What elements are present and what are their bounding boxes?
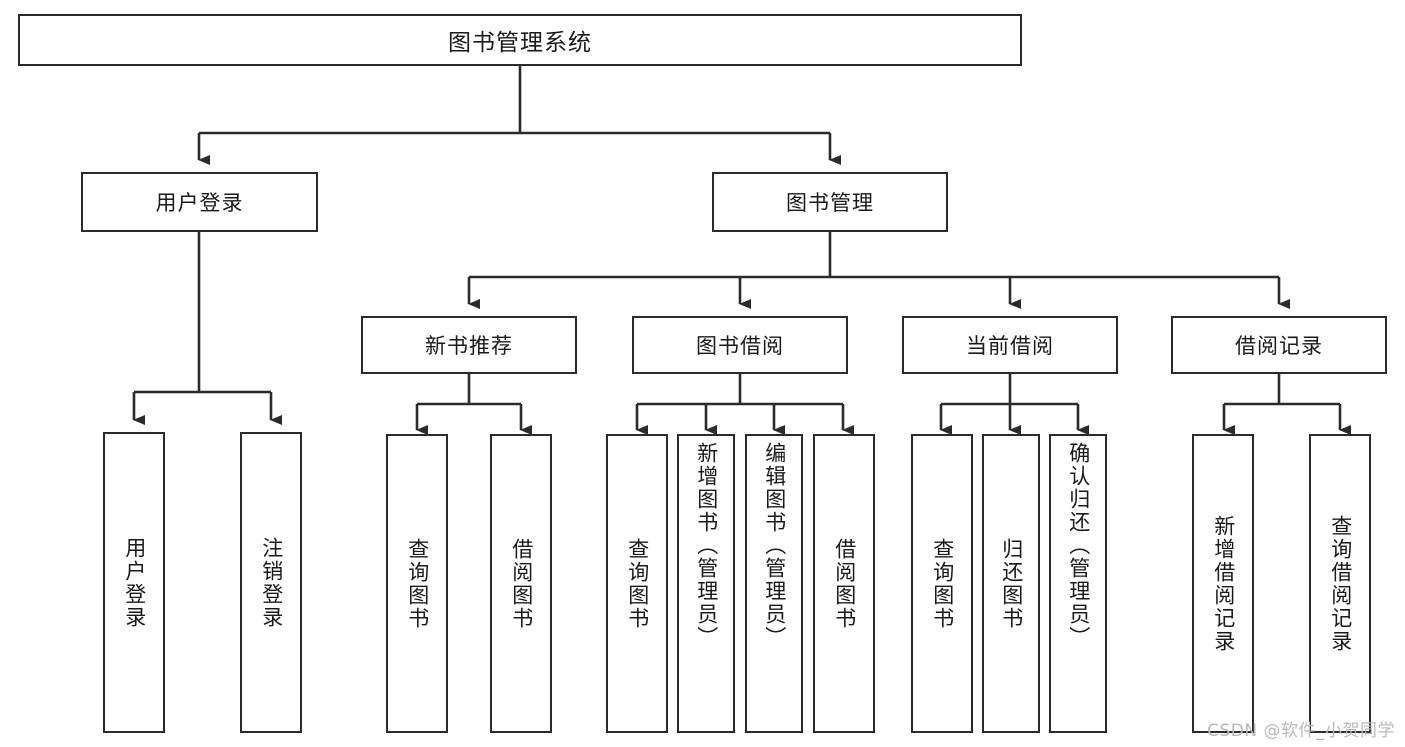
node-label: 用户登录 — [122, 536, 147, 629]
node-label: 新增借阅记录 — [1211, 514, 1236, 653]
node-current-borrow[interactable]: 当前借阅 — [902, 316, 1118, 374]
csdn-watermark: CSDN @软件_小贺同学 — [1207, 721, 1395, 741]
node-label: 新增图书（管理员） — [694, 442, 719, 649]
node-leaf-borrow-book-2[interactable]: 借阅图书 — [813, 434, 875, 733]
node-label: 编辑图书（管理员） — [762, 442, 787, 649]
node-leaf-confirm-return[interactable]: 确认归还（管理员） — [1049, 434, 1107, 733]
node-label: 查询图书 — [405, 537, 430, 630]
node-book-manage[interactable]: 图书管理 — [712, 172, 948, 232]
node-user-login[interactable]: 用户登录 — [81, 172, 318, 232]
node-label: 新书推荐 — [425, 334, 513, 358]
node-leaf-query-record[interactable]: 查询借阅记录 — [1309, 434, 1371, 733]
node-label: 注销登录 — [259, 536, 284, 629]
node-leaf-borrow-book-1[interactable]: 借阅图书 — [490, 434, 552, 733]
node-leaf-user-login[interactable]: 用户登录 — [103, 432, 165, 733]
node-label: 借阅记录 — [1235, 334, 1323, 358]
node-book-borrow[interactable]: 图书借阅 — [632, 316, 848, 374]
node-leaf-edit-book[interactable]: 编辑图书（管理员） — [745, 434, 803, 733]
node-leaf-query-book-2[interactable]: 查询图书 — [606, 434, 668, 733]
node-label: 查询借阅记录 — [1328, 514, 1353, 653]
node-label: 当前借阅 — [966, 334, 1054, 358]
node-label: 图书借阅 — [696, 334, 784, 358]
node-label: 查询图书 — [930, 537, 955, 630]
node-root-system[interactable]: 图书管理系统 — [18, 14, 1022, 66]
node-leaf-query-book-1[interactable]: 查询图书 — [386, 434, 448, 733]
node-label: 图书管理 — [786, 191, 874, 215]
node-label: 确认归还（管理员） — [1066, 442, 1091, 649]
node-leaf-query-book-3[interactable]: 查询图书 — [911, 434, 973, 733]
node-new-book-recommend[interactable]: 新书推荐 — [361, 316, 577, 374]
node-label: 借阅图书 — [509, 537, 534, 630]
node-label: 归还图书 — [999, 537, 1024, 630]
node-label: 借阅图书 — [832, 537, 857, 630]
node-label: 图书管理系统 — [448, 30, 592, 56]
node-leaf-user-logout[interactable]: 注销登录 — [240, 432, 302, 733]
node-leaf-return-book[interactable]: 归还图书 — [982, 434, 1040, 733]
node-leaf-add-book[interactable]: 新增图书（管理员） — [677, 434, 735, 733]
node-borrow-record[interactable]: 借阅记录 — [1171, 316, 1387, 374]
node-label: 用户登录 — [155, 191, 244, 215]
node-leaf-add-record[interactable]: 新增借阅记录 — [1192, 434, 1254, 733]
node-label: 查询图书 — [625, 537, 650, 630]
